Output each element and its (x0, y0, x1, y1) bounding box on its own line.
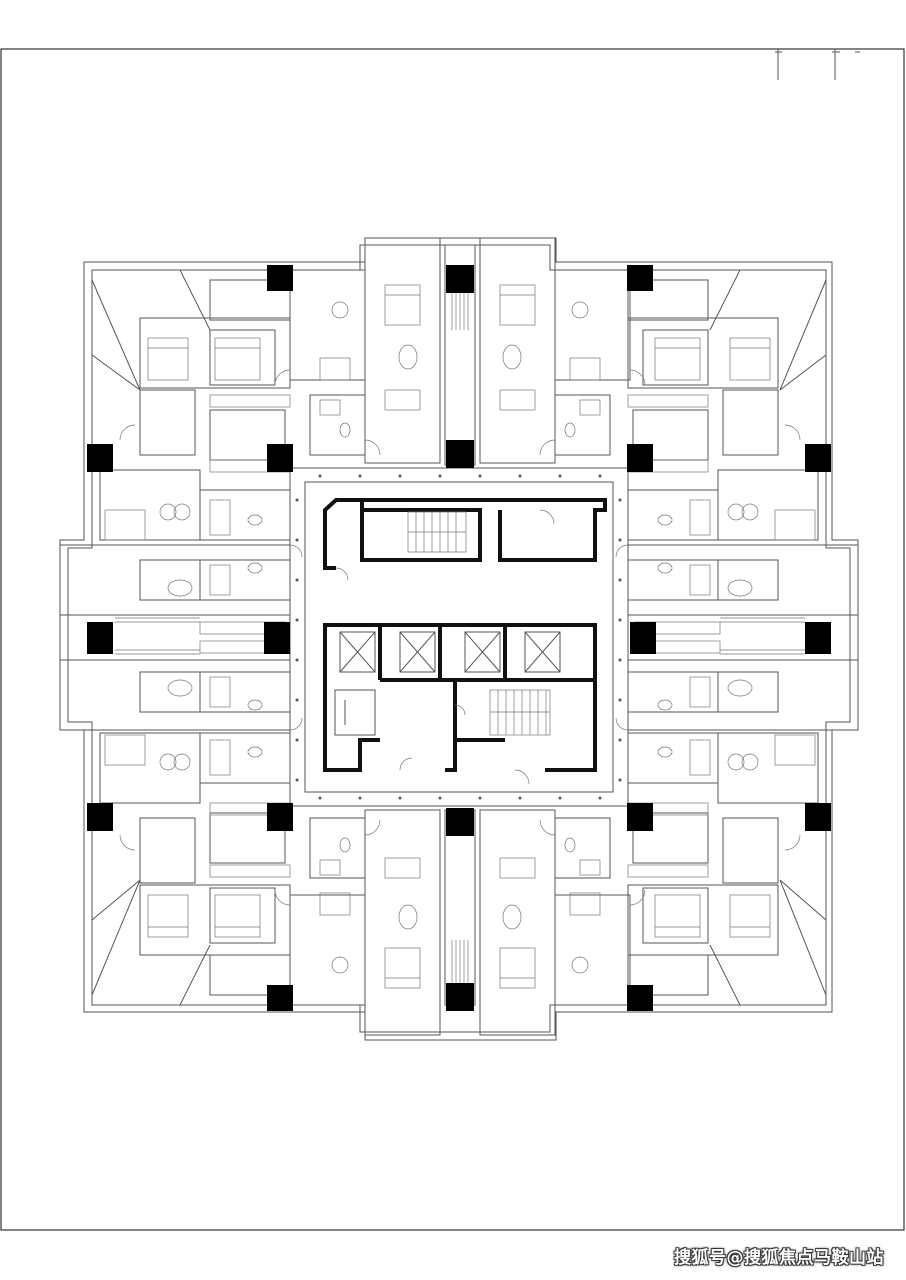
title-block-marks (775, 49, 860, 80)
building-envelope (59, 237, 859, 1041)
core-doors (335, 509, 555, 785)
elevator-shafts (334, 631, 561, 736)
core-walls (323, 498, 607, 772)
corridor-dots (295, 474, 622, 800)
unit-doors (119, 369, 801, 906)
dining-tables (159, 301, 759, 974)
core-stairs (407, 511, 551, 736)
shaft-hatching (115, 290, 805, 985)
structural-columns (87, 265, 831, 1011)
units-top-left (99, 269, 366, 601)
beds (104, 284, 816, 989)
bathroom-fixtures (209, 389, 711, 879)
side-wings (59, 237, 859, 1036)
units-top-right (554, 269, 819, 601)
sheet-border (0, 48, 905, 1231)
units-bottom-right (554, 671, 819, 1006)
units-bottom-left (99, 671, 366, 1006)
corridor-ring (289, 467, 629, 807)
watermark-text: 搜狐号@搜狐焦点马鞍山站 (674, 1248, 884, 1268)
